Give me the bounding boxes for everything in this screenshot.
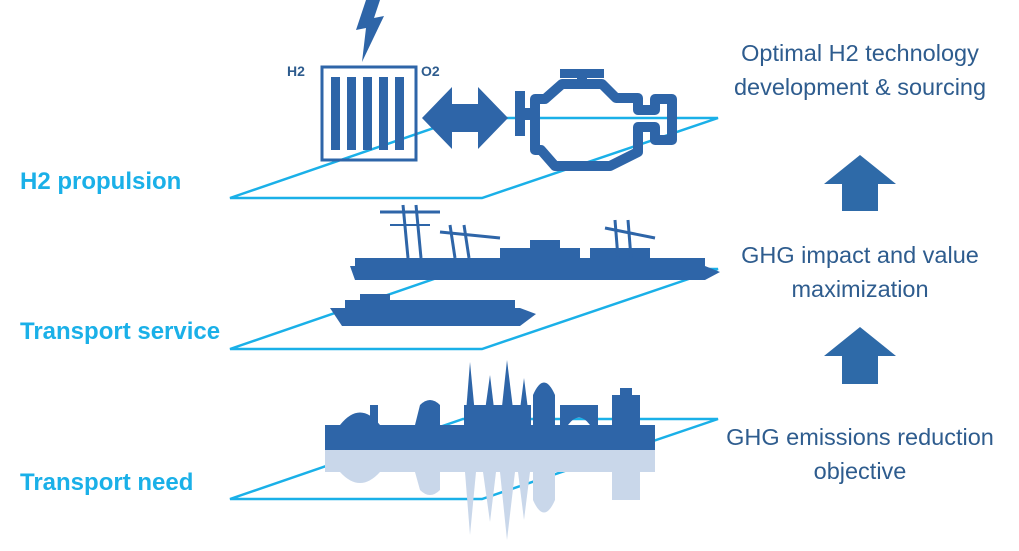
- outcome-line: objective: [813, 458, 907, 484]
- outcome-ghg-reduction: GHG emissions reduction objective: [700, 420, 1019, 488]
- outcome-h2-technology: Optimal H2 technology development & sour…: [700, 36, 1019, 104]
- engine-left-nozzle: [515, 91, 525, 136]
- layer-label-transport-need: Transport need: [20, 469, 194, 496]
- outcome-ghg-impact: GHG impact and value maximization: [700, 238, 1019, 306]
- ship-port-icon: [350, 204, 720, 280]
- engine-cap: [560, 69, 604, 78]
- outcome-line: GHG emissions reduction: [726, 424, 994, 450]
- fuel-cell-o2-label: O2: [421, 63, 440, 79]
- engine-left-pipe: [522, 108, 536, 120]
- layer-label-h2-propulsion: H2 propulsion: [20, 168, 182, 195]
- lightning-icon: [356, 0, 384, 62]
- outcome-line: Optimal H2 technology: [741, 40, 979, 66]
- fuel-cell-h2-label: H2: [287, 63, 305, 79]
- fuel-cell-icon: [320, 65, 418, 162]
- engine-cap-stem: [577, 76, 587, 86]
- up-arrow-icon: [824, 327, 896, 384]
- outcome-line: development & sourcing: [733, 74, 987, 100]
- container-ship-icon: [330, 294, 536, 326]
- double-arrow-icon: [422, 87, 508, 149]
- outcome-line: GHG impact and value: [741, 242, 979, 268]
- engine-icon: [530, 79, 677, 171]
- up-arrow-icon: [824, 155, 896, 211]
- outcome-line: maximization: [791, 276, 929, 302]
- layer-label-transport-service: Transport service: [20, 318, 221, 345]
- city-reflection-icon: [325, 450, 655, 540]
- city-skyline-icon: [325, 360, 655, 450]
